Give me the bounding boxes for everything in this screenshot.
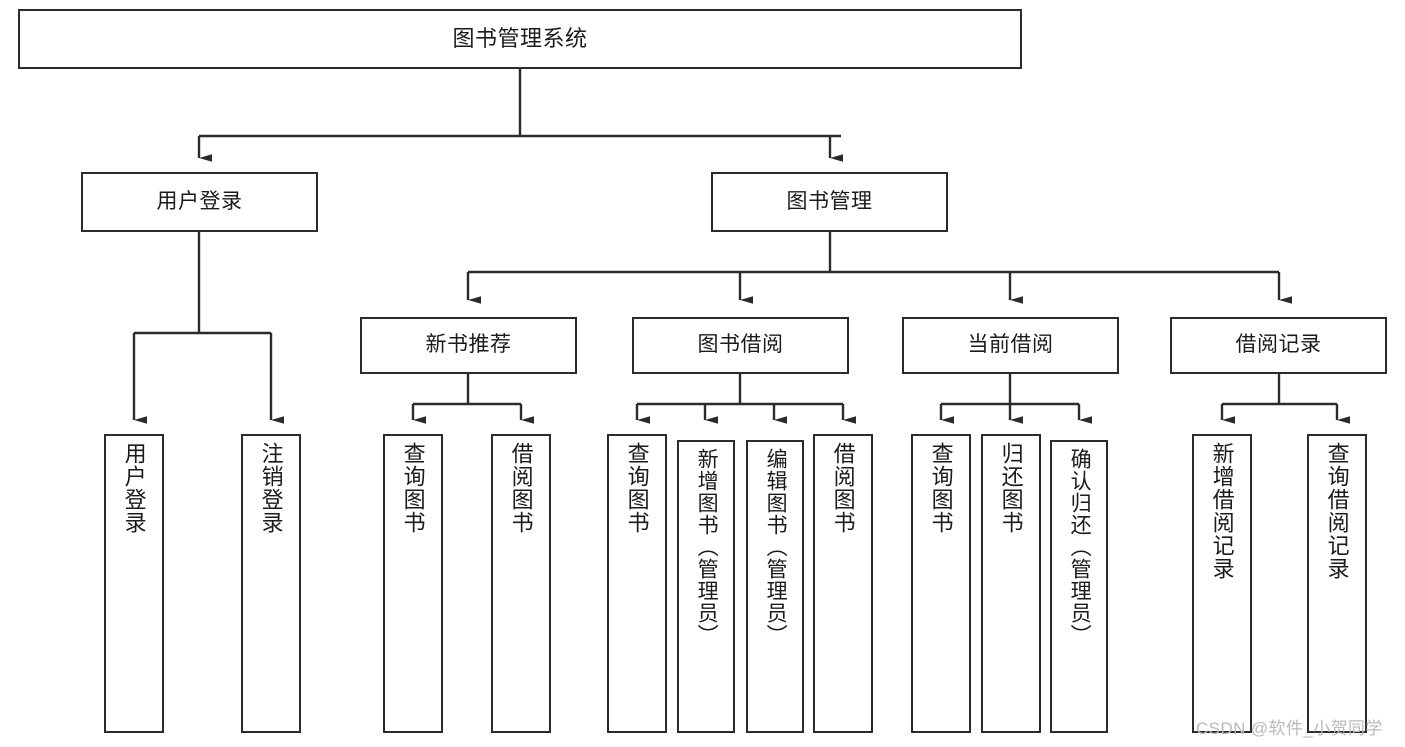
node-label: 用户登录 xyxy=(156,189,243,213)
node-label: 注销登录 xyxy=(258,442,284,534)
node-label: 编辑图书（管理员） xyxy=(764,448,788,646)
node-new-book-recommend[interactable]: 新书推荐 xyxy=(360,317,577,374)
node-label: 新增借阅记录 xyxy=(1209,442,1235,580)
node-root-book-management-system[interactable]: 图书管理系统 xyxy=(18,9,1022,69)
node-label: 图书管理 xyxy=(786,189,873,213)
node-label: 查询借阅记录 xyxy=(1324,442,1350,580)
leaf-return-book[interactable]: 归还图书 xyxy=(981,434,1041,733)
node-label: 用户登录 xyxy=(121,442,147,534)
leaf-logout[interactable]: 注销登录 xyxy=(241,434,301,733)
leaf-confirm-return-admin[interactable]: 确认归还（管理员） xyxy=(1050,440,1108,733)
node-label: 图书管理系统 xyxy=(452,26,588,52)
node-label: 查询图书 xyxy=(928,442,954,534)
leaf-query-book-borrow[interactable]: 查询图书 xyxy=(607,434,667,733)
node-label: 归还图书 xyxy=(998,442,1024,534)
leaf-query-book-current[interactable]: 查询图书 xyxy=(911,434,971,733)
node-label: 当前借阅 xyxy=(967,333,1054,357)
leaf-edit-book-admin[interactable]: 编辑图书（管理员） xyxy=(746,440,804,733)
node-label: 查询图书 xyxy=(400,442,426,534)
leaf-add-book-admin[interactable]: 新增图书（管理员） xyxy=(677,440,735,733)
node-label: 借阅记录 xyxy=(1235,333,1322,357)
leaf-query-borrow-record[interactable]: 查询借阅记录 xyxy=(1307,434,1367,733)
node-label: 查询图书 xyxy=(624,442,650,534)
node-book-management[interactable]: 图书管理 xyxy=(711,172,948,232)
node-book-borrow[interactable]: 图书借阅 xyxy=(632,317,849,374)
leaf-borrow-book-recommend[interactable]: 借阅图书 xyxy=(491,434,551,733)
node-user-login[interactable]: 用户登录 xyxy=(81,172,318,232)
node-borrow-record[interactable]: 借阅记录 xyxy=(1170,317,1387,374)
leaf-borrow-book[interactable]: 借阅图书 xyxy=(813,434,873,733)
node-label: 借阅图书 xyxy=(508,442,534,534)
leaf-add-borrow-record[interactable]: 新增借阅记录 xyxy=(1192,434,1252,733)
leaf-user-login[interactable]: 用户登录 xyxy=(104,434,164,733)
leaf-query-book-recommend[interactable]: 查询图书 xyxy=(383,434,443,733)
node-label: 图书借阅 xyxy=(697,333,784,357)
node-label: 新书推荐 xyxy=(425,333,512,357)
watermark-text: CSDN @软件_小贺同学 xyxy=(1196,719,1383,738)
node-label: 借阅图书 xyxy=(830,442,856,534)
node-label: 新增图书（管理员） xyxy=(695,448,719,646)
node-label: 确认归还（管理员） xyxy=(1068,448,1092,646)
node-current-borrow[interactable]: 当前借阅 xyxy=(902,317,1119,374)
